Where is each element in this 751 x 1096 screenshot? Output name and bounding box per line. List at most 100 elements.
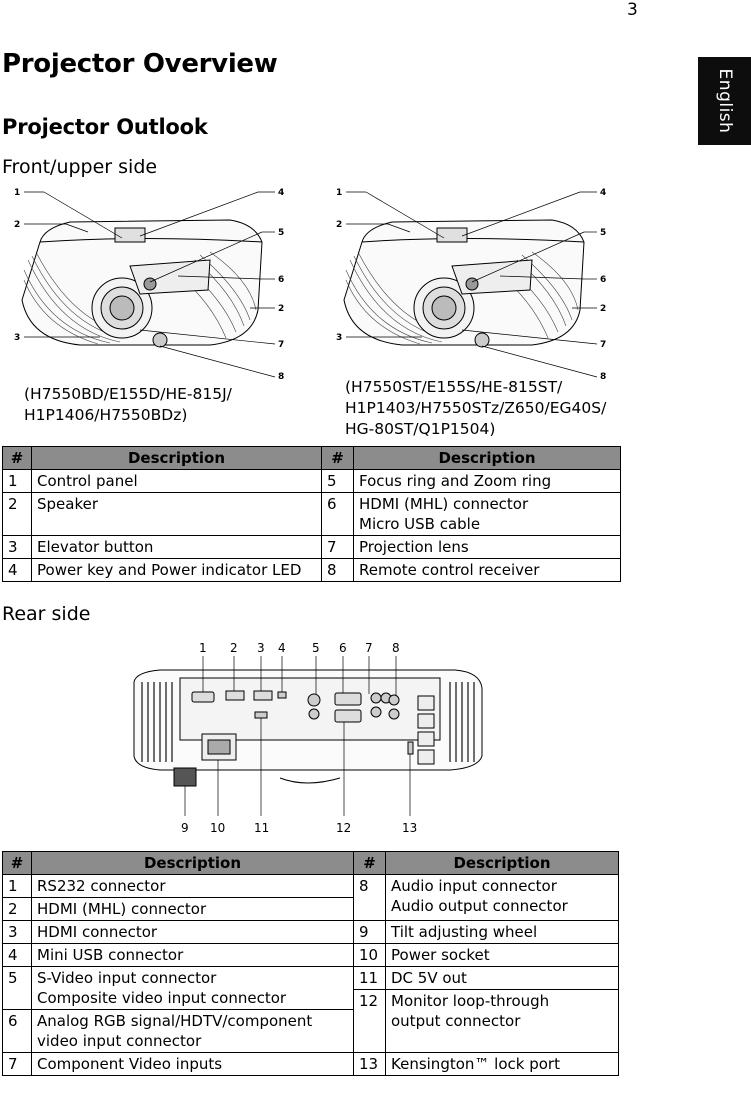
table-row: 4 Power key and Power indicator LED 8 Re… xyxy=(2,558,621,582)
table-row: 12 Monitor loop-through output connector xyxy=(3,989,619,1053)
column-header: Description xyxy=(31,851,354,875)
rear-callout-11: 11 xyxy=(254,821,269,835)
table-cell: HDMI (MHL) connector xyxy=(31,897,354,921)
callout-2: 2 xyxy=(336,220,342,230)
table-cell: Projection lens xyxy=(353,535,621,559)
table-cell: 8 xyxy=(353,874,386,921)
page-number: 3 xyxy=(627,0,638,20)
rear-callout-8: 8 xyxy=(392,641,400,655)
table-cell: Monitor loop-through output connector xyxy=(385,989,619,1053)
table-cell: 12 xyxy=(353,989,386,1053)
rear-callout-6: 6 xyxy=(339,641,347,655)
table-cell: Mini USB connector xyxy=(31,943,354,967)
table-cell: Elevator button xyxy=(31,535,322,559)
table-header-row: # Description # Description xyxy=(2,446,621,470)
column-header: Description xyxy=(31,446,322,470)
table-cell: Power socket xyxy=(385,943,619,967)
table-row: 2 Speaker 6 HDMI (MHL) connector Micro U… xyxy=(2,492,621,536)
column-header: # xyxy=(2,851,32,875)
table-row: 7 Component Video inputs 13 Kensington™ … xyxy=(2,1052,619,1076)
rear-callout-1: 1 xyxy=(199,641,207,655)
table-cell: Power key and Power indicator LED xyxy=(31,558,322,582)
column-header: # xyxy=(2,446,32,470)
projector-rear-illustration: 1 2 3 4 5 6 7 8 9 10 11 12 13 xyxy=(133,641,483,835)
rear-callout-13: 13 xyxy=(402,821,417,835)
table-cell: 2 xyxy=(2,492,32,536)
table-cell: DC 5V out xyxy=(385,966,619,990)
rear-callout-10: 10 xyxy=(210,821,225,835)
table-cell: 1 xyxy=(2,874,32,898)
callout-8: 8 xyxy=(600,372,606,380)
table-cell: 2 xyxy=(2,897,32,921)
table-cell: 1 xyxy=(2,469,32,493)
table-cell: 5 xyxy=(2,966,32,1010)
callout-2: 2 xyxy=(14,220,20,230)
table-cell: 11 xyxy=(353,966,386,990)
table-cell: 7 xyxy=(321,535,354,559)
table-row: 5 S-Video input connector Composite vide… xyxy=(2,966,619,1010)
front-caption-1: (H7550BD/E155D/HE-815J/ H1P1406/H7550BDz… xyxy=(24,385,232,424)
callout-7: 7 xyxy=(600,340,606,350)
table-cell: Tilt adjusting wheel xyxy=(385,920,619,944)
table-cell: 3 xyxy=(2,535,32,559)
rear-callout-12: 12 xyxy=(336,821,351,835)
rear-callout-7: 7 xyxy=(365,641,373,655)
table-cell: Component Video inputs xyxy=(31,1052,354,1076)
column-header: Description xyxy=(353,446,621,470)
callout-1: 1 xyxy=(336,188,342,198)
callout-6: 6 xyxy=(600,275,606,285)
table-row: 4 Mini USB connector 10 Power socket xyxy=(2,943,619,967)
table-cell: 7 xyxy=(2,1052,32,1076)
table-cell: 10 xyxy=(353,943,386,967)
table-cell: 6 xyxy=(2,1009,32,1053)
callout-8: 8 xyxy=(278,372,284,380)
table-cell: HDMI (MHL) connector Micro USB cable xyxy=(353,492,621,536)
table-cell: S-Video input connector Composite video … xyxy=(31,966,354,1010)
column-header: # xyxy=(353,851,386,875)
table-row: 1 RS232 connector 8 Audio input connecto… xyxy=(2,874,619,921)
language-tab-label: English xyxy=(714,68,735,134)
table-cell: 3 xyxy=(2,920,32,944)
projector-front-illustration-2: 1 2 3 4 5 6 2 7 8 xyxy=(336,188,606,380)
table-cell: Analog RGB signal/HDTV/component video i… xyxy=(31,1009,354,1053)
table-cell: RS232 connector xyxy=(31,874,354,898)
front-upper-heading: Front/upper side xyxy=(2,156,158,178)
callout-5: 5 xyxy=(278,228,284,238)
rear-callout-2: 2 xyxy=(230,641,238,655)
rear-side-heading: Rear side xyxy=(2,603,91,625)
rear-callout-4: 4 xyxy=(278,641,286,655)
table-cell: 13 xyxy=(353,1052,386,1076)
column-header: # xyxy=(321,446,354,470)
column-header: Description xyxy=(385,851,619,875)
table-cell: HDMI connector xyxy=(31,920,354,944)
table-cell: 8 xyxy=(321,558,354,582)
table-cell: 5 xyxy=(321,469,354,493)
rear-parts-table: # Description # Description 1 RS232 conn… xyxy=(2,851,619,1076)
language-tab: English xyxy=(698,57,751,145)
page-title: Projector Overview xyxy=(2,49,278,79)
front-caption-2: (H7550ST/E155S/HE-815ST/ H1P1403/H7550ST… xyxy=(345,378,607,438)
table-row: 2 HDMI (MHL) connector xyxy=(2,897,619,921)
table-header-row: # Description # Description xyxy=(2,851,619,875)
table-cell: Remote control receiver xyxy=(353,558,621,582)
callout-3: 3 xyxy=(14,333,20,343)
callout-2b: 2 xyxy=(278,304,284,314)
table-cell: Focus ring and Zoom ring xyxy=(353,469,621,493)
front-parts-table: # Description # Description 1 Control pa… xyxy=(2,446,621,582)
table-row: 3 HDMI connector 9 Tilt adjusting wheel xyxy=(2,920,619,944)
section-title: Projector Outlook xyxy=(2,115,208,139)
callout-5: 5 xyxy=(600,228,606,238)
callout-4: 4 xyxy=(600,188,606,198)
table-cell: 9 xyxy=(353,920,386,944)
rear-callout-5: 5 xyxy=(312,641,320,655)
callout-4: 4 xyxy=(278,188,284,198)
callout-7: 7 xyxy=(278,340,284,350)
rear-callout-3: 3 xyxy=(257,641,265,655)
table-cell: 4 xyxy=(2,558,32,582)
table-cell: Audio input connector Audio output conne… xyxy=(385,874,619,921)
callout-2b: 2 xyxy=(600,304,606,314)
table-row: 1 Control panel 5 Focus ring and Zoom ri… xyxy=(2,469,621,493)
callout-3: 3 xyxy=(336,333,342,343)
callout-6: 6 xyxy=(278,275,284,285)
table-cell: Control panel xyxy=(31,469,322,493)
